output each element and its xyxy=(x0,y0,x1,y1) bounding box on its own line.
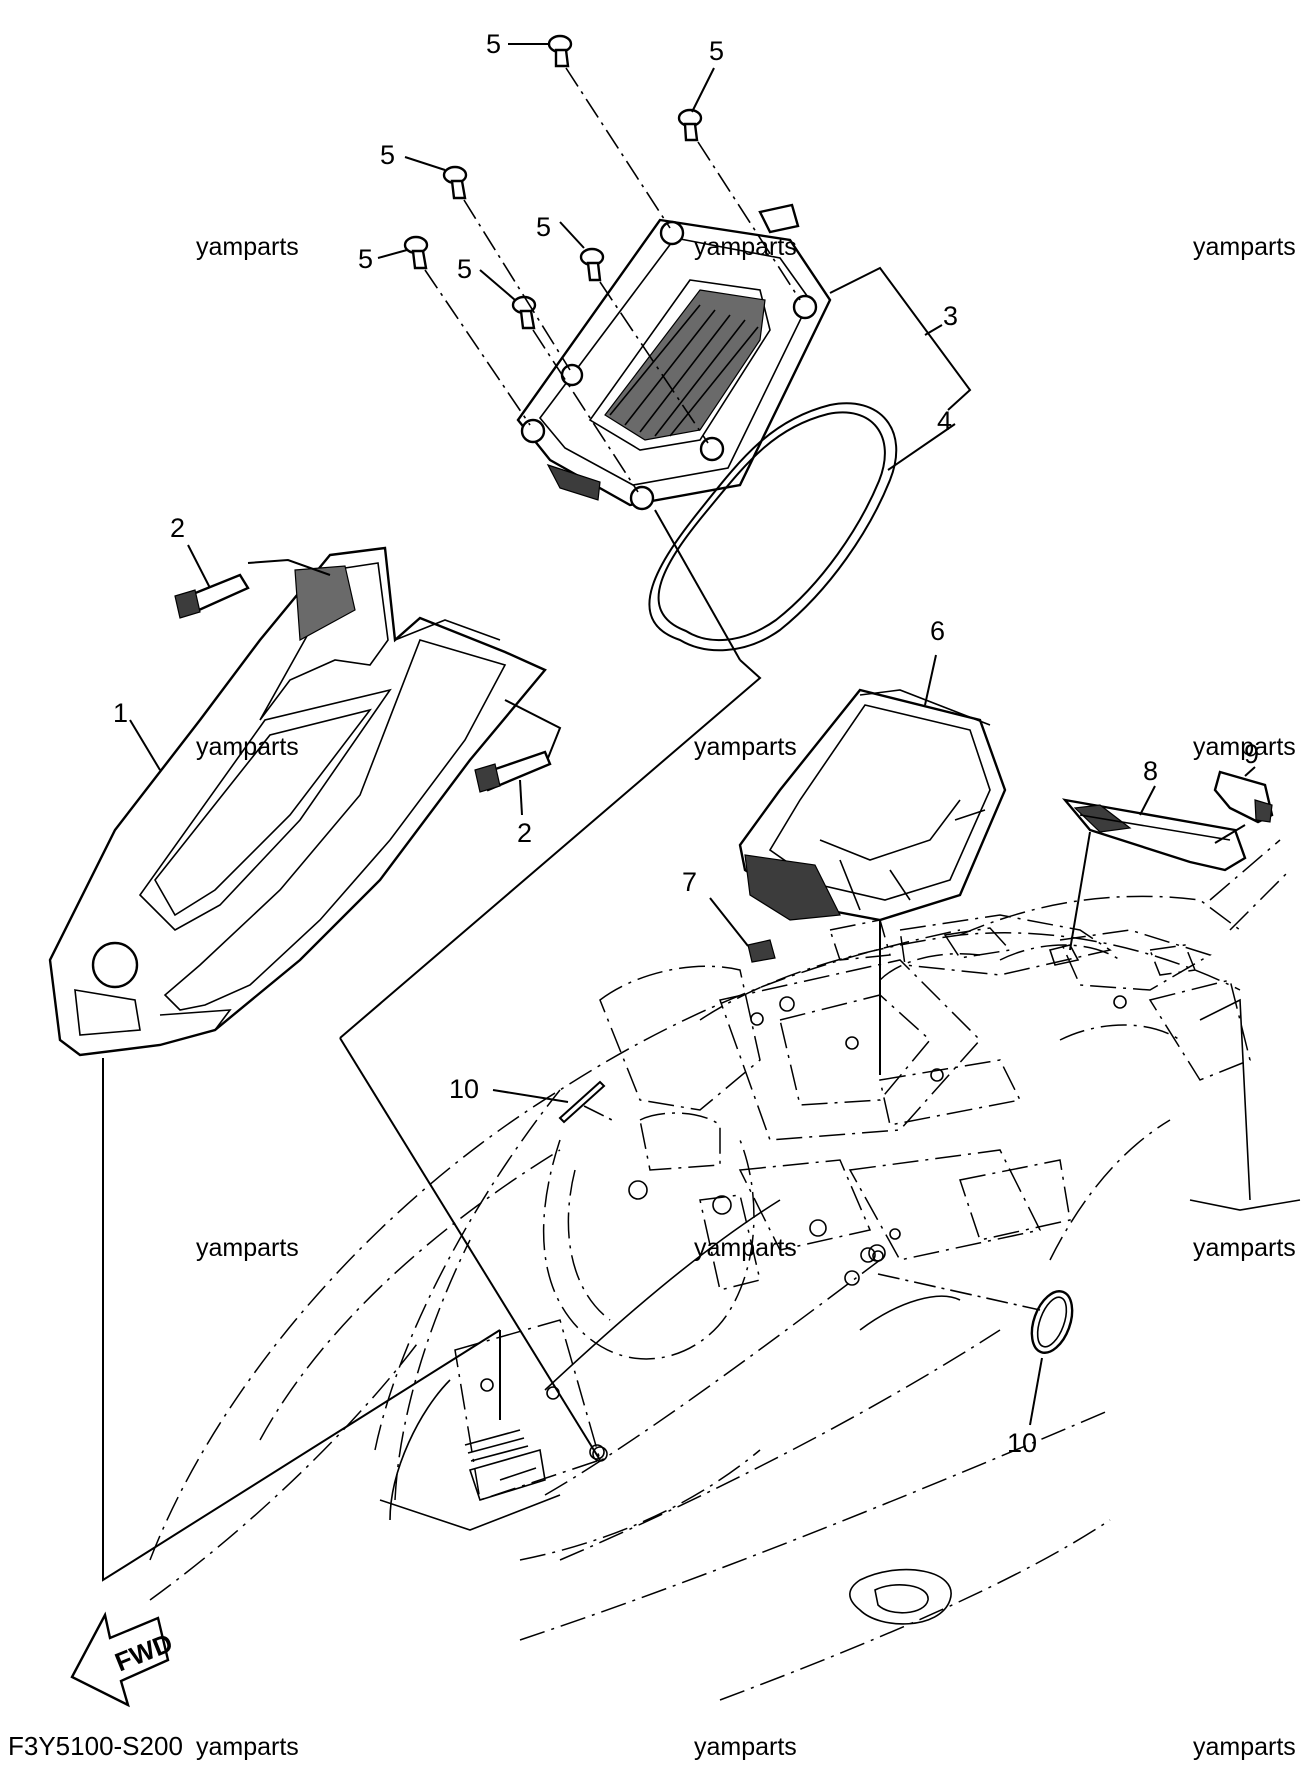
callout-3: 3 xyxy=(943,301,958,331)
part-2-clips xyxy=(174,573,552,793)
fwd-arrow: FWD xyxy=(70,1611,177,1708)
watermark: yamparts xyxy=(694,233,797,261)
callout-1: 1 xyxy=(113,698,128,728)
callout-2: 2 xyxy=(517,818,532,848)
bolt-2 xyxy=(677,108,703,142)
hull-deck-outline xyxy=(149,839,1301,1701)
callout-5: 5 xyxy=(486,29,501,59)
callout-10: 10 xyxy=(1007,1428,1037,1458)
watermark: yamparts xyxy=(694,1234,797,1262)
bolt-4 xyxy=(403,235,429,270)
stern-deck-detail xyxy=(829,914,1212,1331)
callout-6: 6 xyxy=(930,616,945,646)
callout-10: 10 xyxy=(449,1074,479,1104)
part-4-seal xyxy=(648,402,898,652)
watermark: yamparts xyxy=(196,1733,299,1761)
callout-5: 5 xyxy=(358,244,373,274)
part-9-bracket xyxy=(1213,770,1274,824)
callout-5: 5 xyxy=(380,140,395,170)
deck-storage-cavity xyxy=(542,959,1127,1460)
diagram-code: F3Y5100-S200 xyxy=(8,1731,183,1761)
callout-5: 5 xyxy=(536,212,551,242)
callout-7: 7 xyxy=(682,867,697,897)
watermark: yamparts xyxy=(196,1234,299,1262)
watermarks: yamparts yamparts yamparts yamparts yamp… xyxy=(196,233,1296,1761)
watermark: yamparts xyxy=(694,733,797,761)
bolt-5 xyxy=(579,247,605,282)
callout-8: 8 xyxy=(1143,756,1158,786)
bolt-3 xyxy=(442,165,468,200)
part-8-panel xyxy=(1061,798,1247,872)
callout-numbers: 5 5 5 5 5 5 3 4 2 1 2 6 8 9 7 10 10 xyxy=(113,29,1259,1458)
watermark: yamparts xyxy=(694,1733,797,1761)
watermark: yamparts xyxy=(1193,1234,1296,1262)
bolt-6 xyxy=(511,295,537,330)
part-3-storage-cover xyxy=(516,203,832,511)
watermark: yamparts xyxy=(196,233,299,261)
part-7-clip xyxy=(747,939,776,963)
leader-lines xyxy=(102,43,1256,1582)
clip-lower xyxy=(474,750,552,793)
watermark: yamparts xyxy=(1193,1733,1296,1761)
callout-9: 9 xyxy=(1244,739,1259,769)
part-10-plugs xyxy=(558,1080,1074,1354)
watermark: yamparts xyxy=(196,733,299,761)
bolt-1 xyxy=(547,34,573,68)
callout-5: 5 xyxy=(709,36,724,66)
callout-5: 5 xyxy=(457,254,472,284)
watermark: yamparts xyxy=(1193,233,1296,261)
callout-4: 4 xyxy=(937,406,952,436)
part-5-bolts xyxy=(403,34,703,330)
clip-upper xyxy=(174,573,250,619)
callout-2: 2 xyxy=(170,513,185,543)
watermark: yamparts xyxy=(1193,733,1296,761)
part-1-hood-cover xyxy=(48,546,547,1057)
part-6-storage-box xyxy=(738,688,1007,922)
